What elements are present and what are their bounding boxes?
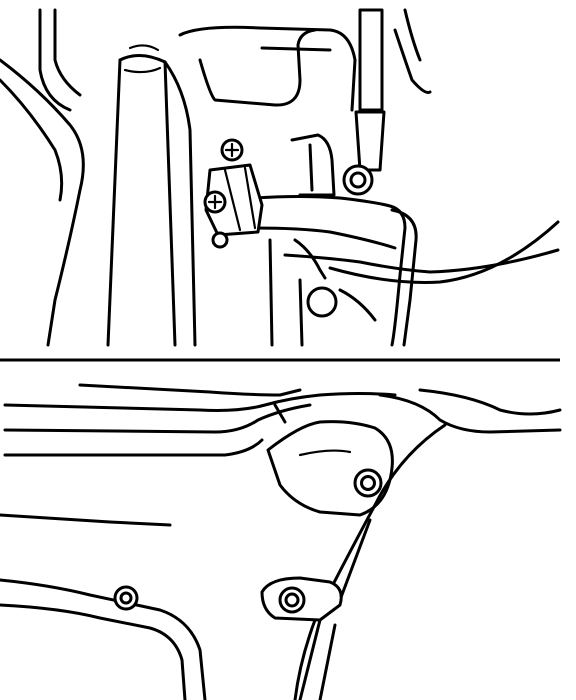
vertical-rod	[358, 8, 384, 112]
floor-curve	[338, 288, 377, 322]
bracket-inner	[198, 28, 317, 107]
beam-cap	[128, 44, 160, 52]
floor-seam	[298, 278, 304, 347]
rod-lower-sleeve	[354, 110, 386, 172]
long-cable-upper	[283, 248, 560, 274]
floor-seam-2	[268, 238, 274, 347]
bracket-rib	[260, 46, 332, 52]
beam-side	[163, 60, 197, 347]
screw-upper-cross	[224, 142, 240, 158]
body-upper-curve	[378, 393, 562, 434]
screw-lower-cross	[207, 194, 223, 210]
shield-panel-edge	[293, 423, 447, 700]
main-hose-lower-edge	[253, 226, 397, 250]
bracket-arm	[290, 133, 336, 197]
support-beam-left-edge	[106, 58, 122, 347]
left-body-panel	[0, 58, 85, 347]
bracket-plate-bolt-head	[360, 475, 376, 491]
line-clip	[273, 403, 287, 424]
clamp-nut	[211, 231, 229, 249]
upper-left-pillar	[38, 8, 72, 112]
upper-bracket	[178, 25, 357, 112]
cover-edge-right-2	[318, 623, 337, 700]
main-hose-upper-edge	[253, 195, 407, 347]
bracket-bolt-head	[349, 171, 367, 189]
line-4	[3, 438, 264, 457]
shield-crease	[338, 518, 372, 602]
top-panel	[0, 8, 560, 347]
line-3	[3, 403, 312, 434]
lower-cover	[0, 578, 207, 700]
long-cable-lower	[328, 220, 560, 284]
line-2	[3, 392, 397, 412]
upper-left-pillar-inner	[53, 8, 82, 97]
support-beam	[118, 54, 177, 347]
lower-cover-inner	[0, 603, 187, 700]
beam-top-rib	[123, 66, 162, 74]
bottom-panel	[0, 383, 562, 700]
upper-right-hose-2	[393, 28, 432, 94]
body-upper-curve-2	[418, 388, 562, 416]
cover-bolt-right-head	[284, 592, 300, 608]
floor-hole	[306, 286, 338, 318]
cover-bolt-left-head	[119, 591, 133, 605]
bracket-plate-inner	[298, 449, 352, 457]
left-panel-edge	[0, 78, 64, 202]
clamp-band	[223, 168, 242, 232]
line-5	[0, 513, 172, 527]
bracket-arm-fold	[308, 143, 314, 192]
cover-edge-right	[298, 618, 322, 700]
cable-bend	[293, 238, 327, 280]
clamp-band-2	[243, 166, 257, 230]
bracket-plate	[266, 420, 394, 517]
upper-right-hose	[403, 8, 422, 62]
line-1	[78, 383, 302, 397]
